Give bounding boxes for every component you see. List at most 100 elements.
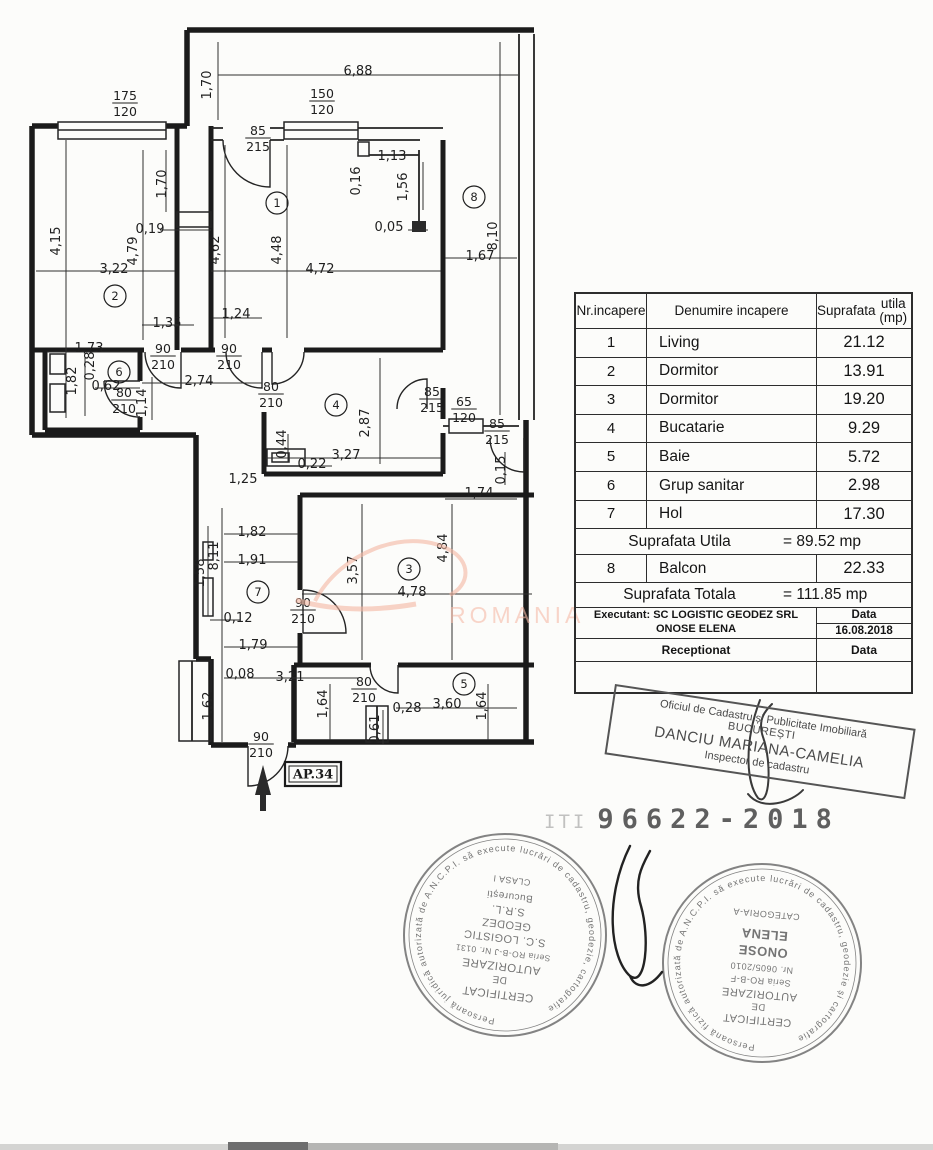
registration-number: 96622-2018 (597, 804, 840, 835)
svg-text:2: 2 (111, 289, 118, 303)
dimension-label: 0,05 (375, 220, 404, 235)
room-number: 1 (265, 191, 289, 215)
svg-text:80: 80 (263, 379, 279, 394)
dimension-label: 3,27 (332, 448, 361, 463)
room-area-cell: 17.30 (843, 504, 885, 523)
dimension-label: 1,82 (238, 525, 267, 540)
room-area-cell: 5.72 (847, 447, 881, 466)
svg-text:215: 215 (246, 139, 270, 154)
dimension-label: 8,10 (486, 222, 501, 251)
room-number: 6 (107, 360, 131, 384)
room-nr-cell: 3 (576, 386, 647, 414)
room-nr-cell: 2 (576, 357, 647, 386)
svg-text:210: 210 (259, 395, 283, 410)
executant-line2: ONOSE ELENA (655, 623, 737, 636)
svg-text:210: 210 (151, 357, 175, 372)
svg-text:80: 80 (116, 385, 132, 400)
dimension-label: 8,11 (207, 542, 222, 571)
shaft-solid (412, 221, 426, 232)
total-row: Suprafata Totala = 111.85 mp (576, 583, 911, 609)
empty-cell (817, 662, 911, 692)
dimension-label: 0,22 (298, 457, 327, 472)
stamp-center-line: CLASA I (492, 873, 530, 887)
room-nr-cell: 8 (576, 555, 647, 583)
svg-text:215: 215 (420, 400, 444, 415)
watermark-swoosh (313, 539, 468, 602)
empty-cell (576, 662, 817, 693)
room-name-cell: Dormitor (647, 386, 817, 414)
room-nr-cell: 6 (576, 471, 647, 500)
watermark: ROMANIA (295, 539, 584, 628)
room-number: 2 (103, 284, 127, 308)
room-name-cell: Bucatarie (647, 414, 817, 443)
room-nr-cell: 1 (576, 329, 647, 357)
total-value: = 111.85 mp (783, 586, 868, 604)
dimension-label: 3,21 (276, 670, 305, 685)
svg-text:210: 210 (112, 401, 136, 416)
room-name-cell: Living (647, 329, 817, 357)
stamp-center-line: Nr. 0605/2010 (730, 960, 794, 975)
stamp-center-line: DE (751, 1000, 766, 1012)
svg-text:120: 120 (113, 104, 137, 119)
dimension-label: 1,70 (155, 170, 170, 199)
dimension-label: 1,67 (466, 249, 495, 264)
stamp-center-line: CATEGORIA-A (733, 906, 800, 922)
dimension-label: 0,44 (275, 430, 290, 459)
dimension-label: 0,19 (136, 222, 165, 237)
dimension-label: 1,64 (475, 692, 490, 721)
svg-text:210: 210 (291, 611, 315, 626)
room-name-cell: Baie (647, 443, 817, 471)
stamp-center-line: ELENA (741, 925, 789, 944)
stamp-center-line: CERTIFICAT (722, 1011, 792, 1029)
door-swings (103, 139, 525, 787)
svg-text:175: 175 (113, 88, 137, 103)
room-area-cell: 22.33 (843, 559, 885, 577)
svg-text:210: 210 (217, 357, 241, 372)
stamp-center-line: DE (492, 973, 508, 986)
svg-text:150: 150 (310, 86, 334, 101)
room-nr-cell: 7 (576, 500, 647, 529)
dimension-label: 1,73 (75, 341, 104, 356)
svg-text:210: 210 (352, 690, 376, 705)
dimension-label: 4,79 (126, 237, 141, 266)
dimension-label: 1,14 (135, 389, 150, 418)
svg-text:215: 215 (485, 432, 509, 447)
svg-text:120: 120 (310, 102, 334, 117)
column-header: Denumire incapere (647, 294, 817, 328)
total-label: Suprafata Totala (623, 586, 736, 604)
dimension-label: 1,74 (465, 486, 494, 501)
room-name-cell: Dormitor (647, 357, 817, 386)
dimension-label: 0,62 (92, 379, 121, 394)
room-number: 7 (246, 580, 270, 604)
dimension-label: 1,64 (316, 690, 331, 719)
registration-prefix: ITI (544, 811, 588, 833)
signature-inspector (747, 699, 804, 805)
dimension-label: 4,62 (208, 236, 223, 265)
round-stamp-person: Persoană fizică autorizată de A.N.C.P.I.… (662, 863, 862, 1063)
room-area-cell: 19.20 (843, 390, 885, 409)
svg-text:4: 4 (332, 398, 339, 412)
dimension-label: 1,35 (153, 316, 182, 331)
dimension-label: 0,15 (494, 456, 509, 485)
receptionat-data-cell: Data (850, 642, 877, 657)
dimension-label: 2,74 (185, 374, 214, 389)
room-name-cell: Grup sanitar (647, 471, 817, 500)
watermark-text: ROMANIA (449, 602, 584, 628)
dimension-label: 1,56 (396, 173, 411, 202)
receptionat-cell: Receptionat (576, 639, 817, 662)
round-stamp-company: Persoană juridică autorizată de A.N.C.P.… (403, 832, 608, 1037)
